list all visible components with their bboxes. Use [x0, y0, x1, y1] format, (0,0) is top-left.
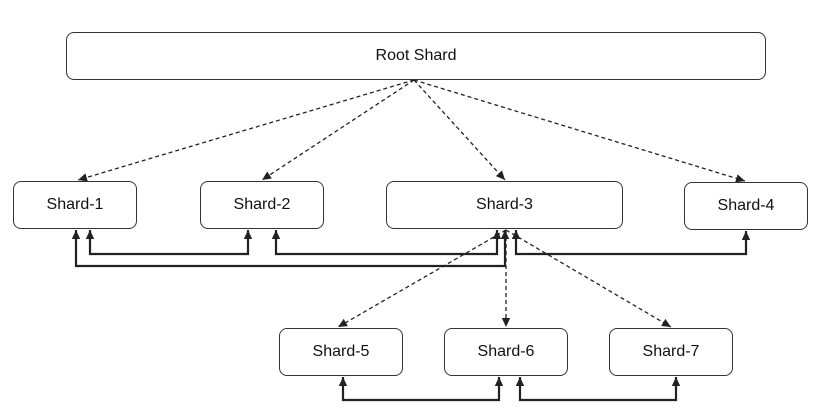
link-shard-3-shard-7: [505, 229, 672, 328]
link-shard-3-shard-7-arrowhead: [661, 318, 671, 327]
link-shard-5-shard-6: [341, 377, 501, 402]
link-root-shard-4: [413, 79, 746, 182]
link-shard-5-shard-6-arrowhead-end: [494, 377, 504, 386]
link-shard-6-shard-7-arrowhead-start: [515, 377, 525, 386]
node-label: Shard-1: [46, 196, 104, 213]
link-shard-2-shard-3: [274, 230, 499, 256]
node-shard-6: Shard-6: [444, 328, 568, 376]
node-shard-4: Shard-4: [684, 182, 808, 230]
link-shard-1-shard-3: [74, 230, 507, 268]
link-shard-3-shard-4: [514, 230, 748, 256]
link-root-shard-1-arrowhead: [78, 173, 88, 182]
link-shard-3-shard-6-arrowhead: [501, 318, 511, 327]
link-shard-1-shard-2-arrowhead-start: [85, 230, 95, 239]
node-label: Shard-7: [642, 343, 700, 360]
link-shard-1-shard-3-arrowhead-start: [71, 230, 81, 239]
node-label: Shard-5: [312, 343, 370, 360]
link-root-shard-2-arrowhead: [262, 171, 272, 180]
node-label: Shard-3: [476, 196, 533, 213]
node-label: Shard-6: [477, 343, 535, 360]
link-shard-5-shard-6-arrowhead-start: [338, 377, 348, 386]
link-shard-6-shard-7-arrowhead-end: [671, 377, 681, 386]
link-shard-2-shard-3-arrowhead-end: [492, 230, 502, 239]
node-root-shard: Root Shard: [66, 32, 766, 80]
link-shard-3-shard-5: [337, 229, 507, 328]
link-root-shard-4-arrowhead: [735, 174, 745, 183]
node-shard-7: Shard-7: [609, 328, 733, 376]
link-root-shard-1: [77, 79, 415, 181]
node-label: Shard-4: [717, 197, 775, 214]
link-shard-1-shard-3-arrowhead-end: [500, 230, 510, 239]
link-shard-2-shard-3-arrowhead-start: [271, 230, 281, 239]
node-label: Root Shard: [375, 47, 457, 64]
link-root-shard-3-arrowhead: [495, 170, 505, 180]
link-shard-3-shard-4-arrowhead-start: [511, 230, 521, 239]
link-shard-1-shard-2-arrowhead-end: [243, 230, 253, 239]
node-shard-5: Shard-5: [279, 328, 403, 376]
link-shard-6-shard-7: [518, 377, 678, 402]
link-shard-3-shard-5-arrowhead: [338, 318, 348, 327]
node-shard-1: Shard-1: [13, 181, 137, 229]
link-shard-3-shard-4-arrowhead-end: [741, 231, 751, 240]
link-root-shard-3: [413, 79, 506, 181]
link-root-shard-2: [261, 79, 415, 181]
node-shard-2: Shard-2: [200, 181, 324, 229]
node-label: Shard-2: [233, 196, 291, 213]
link-shard-1-shard-2: [88, 230, 250, 256]
node-shard-3: Shard-3: [386, 181, 623, 229]
